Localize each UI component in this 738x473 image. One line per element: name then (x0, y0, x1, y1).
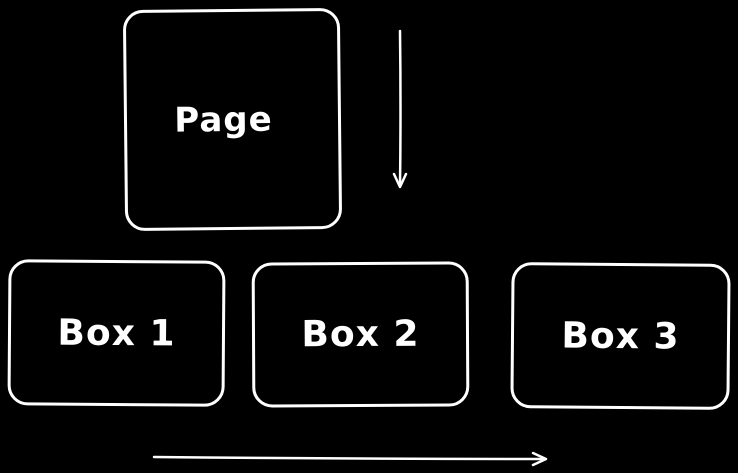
right-arrow-shaft (152, 455, 547, 461)
right-arrow (152, 451, 548, 467)
box-2: Box 2 (251, 261, 470, 408)
box-3: Box 3 (510, 262, 731, 410)
down-arrow-shaft (398, 29, 402, 188)
box-2-label: Box 2 (301, 313, 420, 356)
down-arrow-head (392, 172, 408, 189)
page-label: Page (174, 99, 273, 141)
down-arrow (392, 29, 408, 189)
page-box: Page (122, 7, 343, 232)
box-1-label: Box 1 (57, 312, 176, 354)
right-arrow-head (531, 451, 548, 467)
box-3-label: Box 3 (561, 314, 680, 358)
box-1: Box 1 (7, 259, 226, 407)
